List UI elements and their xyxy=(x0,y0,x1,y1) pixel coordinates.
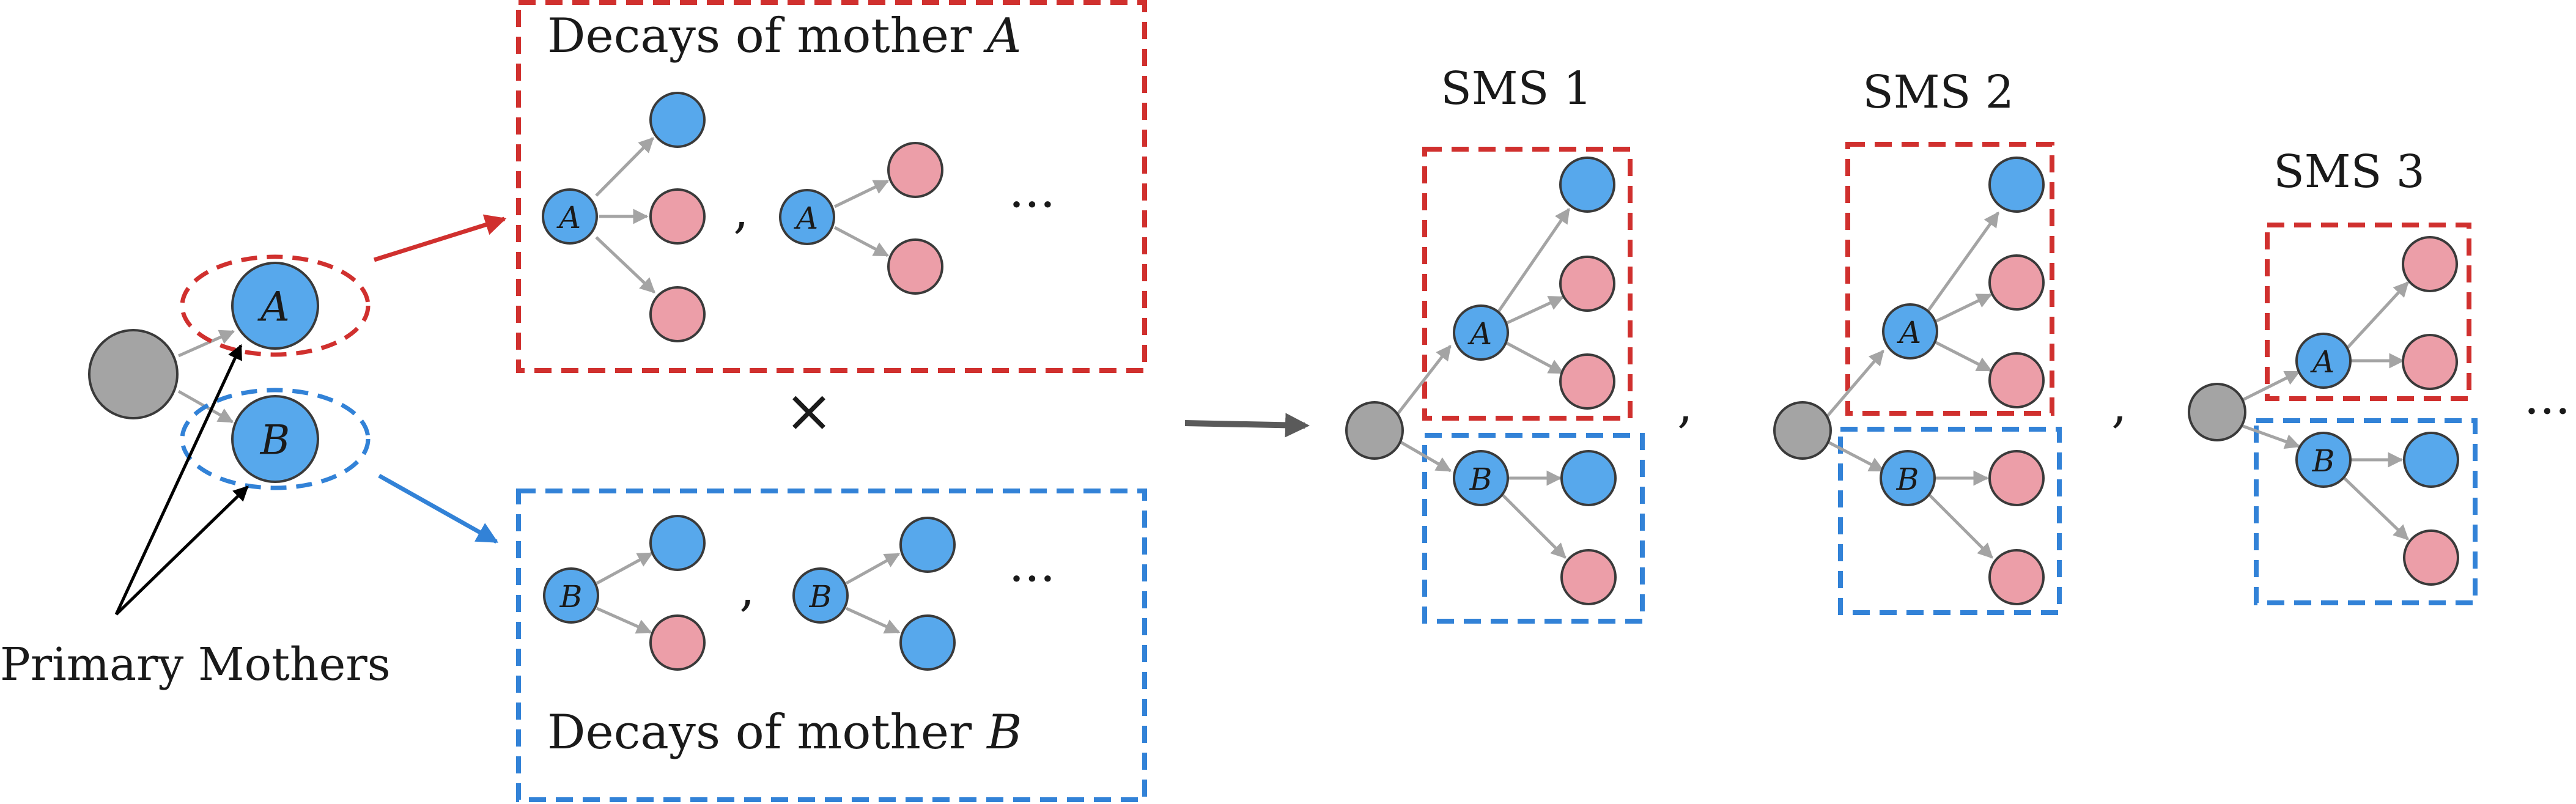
sms-3-b-box xyxy=(2254,418,2478,605)
primary-mothers-group: A B Primary Mothers xyxy=(0,254,391,691)
sms-2-a-box xyxy=(1845,142,2054,416)
decay-a1-daughter-blue xyxy=(649,92,706,148)
decays-a-title: Decays of mother A xyxy=(547,9,1022,64)
decay-a-ellipsis: ··· xyxy=(1009,176,1055,233)
sms-list-ellipsis: ··· xyxy=(2524,383,2570,440)
pointer-arrow-to-b xyxy=(115,485,249,616)
decay-a-separator: , xyxy=(733,182,748,239)
sms-3-mother-a-node xyxy=(2295,333,2352,389)
arrow-b-to-decays xyxy=(378,473,499,544)
decay-b1-mother-node xyxy=(543,567,599,624)
sms-2-root-node xyxy=(1773,401,1832,460)
mother-b-node xyxy=(231,395,319,483)
mother-a-node xyxy=(231,262,319,350)
sms-1-group: SMS 1 A B xyxy=(1345,62,1645,624)
decays-a-box: Decays of mother A A , A ··· xyxy=(516,0,1147,373)
mother-b-letter: B xyxy=(260,417,290,464)
sms-3-b-daughter-blue xyxy=(2403,432,2459,488)
mother-a-letter: A xyxy=(257,284,290,331)
decay-b-ellipsis: ··· xyxy=(1009,550,1055,607)
sms-3-mother-b-node xyxy=(2295,432,2352,488)
sms-2-b-box xyxy=(1838,427,2062,615)
decay-a1-mother-node xyxy=(542,188,598,245)
sms-3-root-node xyxy=(2188,383,2246,441)
sms-1-mother-b-node xyxy=(1453,450,1509,506)
decay-b2-mother-letter: B xyxy=(809,579,832,614)
sms-separator: , xyxy=(1677,377,1692,433)
sms-3-b-daughter-pink xyxy=(2403,529,2459,586)
sms-3-a-daughter-pink xyxy=(2402,334,2458,390)
decay-a2-daughter-pink xyxy=(887,142,943,198)
decay-a1-daughter-pink xyxy=(649,188,706,245)
sms-2-a-daughter-pink xyxy=(1988,352,2045,408)
sms-2-mother-a-letter: A xyxy=(1897,315,1921,350)
sms-2-mother-b-node xyxy=(1880,450,1936,506)
sms-2-a-daughter-pink xyxy=(1988,254,2045,311)
sms-1-a-daughter-pink xyxy=(1559,256,1615,312)
root-particle-node xyxy=(88,329,179,419)
sms-2-b-daughter-pink xyxy=(1988,450,2045,506)
decay-a1-daughter-pink xyxy=(649,286,706,342)
decay-b2-mother-node xyxy=(792,567,849,624)
decays-b-box: B , B ··· Decays of mother B xyxy=(516,489,1147,802)
mother-a-selection-ellipse xyxy=(180,254,371,357)
sms-1-a-daughter-blue xyxy=(1559,157,1615,213)
sms-1-root-node xyxy=(1345,401,1404,460)
sms-1-b-daughter-blue xyxy=(1560,450,1617,506)
sms-1-b-box xyxy=(1422,433,1645,624)
mother-b-selection-ellipse xyxy=(180,388,371,490)
sms-1-label: SMS 1 xyxy=(1441,62,1592,115)
sms-3-label: SMS 3 xyxy=(2273,146,2425,198)
cartesian-product-symbol: × xyxy=(784,377,833,445)
sms-3-mother-b-letter: B xyxy=(2312,443,2335,479)
decay-a1-mother-letter: A xyxy=(556,200,581,235)
sms-3-group: SMS 3 A B xyxy=(2188,146,2478,605)
primary-mothers-label: Primary Mothers xyxy=(0,638,391,691)
sms-2-label: SMS 2 xyxy=(1862,66,2014,119)
decay-b1-daughter-blue xyxy=(649,515,706,571)
sms-separator: , xyxy=(2111,377,2127,433)
sms-1-mother-a-letter: A xyxy=(1467,316,1492,352)
pointer-arrow-to-a xyxy=(114,344,243,616)
sms-1-a-box xyxy=(1422,147,1633,421)
sms-1-b-daughter-pink xyxy=(1560,549,1617,605)
decay-b1-daughter-pink xyxy=(649,614,706,671)
sms-3-mother-a-letter: A xyxy=(2310,344,2334,380)
decay-b2-daughter-blue xyxy=(899,614,956,671)
sms-2-mother-b-letter: B xyxy=(1896,462,1919,497)
arrow-a-to-decays xyxy=(373,214,507,262)
decay-a2-mother-letter: A xyxy=(794,201,818,236)
sms-2-b-daughter-pink xyxy=(1988,549,2045,605)
decay-b2-daughter-blue xyxy=(899,517,956,573)
decay-a2-mother-node xyxy=(779,189,835,245)
sms-2-a-daughter-blue xyxy=(1988,157,2045,213)
sms-3-a-daughter-pink xyxy=(2402,236,2458,292)
sms-2-mother-a-node xyxy=(1882,303,1938,360)
sms-1-mother-a-node xyxy=(1453,304,1509,361)
sms-1-a-daughter-pink xyxy=(1559,353,1615,410)
decay-b-separator: , xyxy=(739,560,755,617)
decay-a2-daughter-pink xyxy=(887,238,943,295)
result-arrow xyxy=(1184,413,1310,438)
decay-b1-mother-letter: B xyxy=(559,579,583,614)
decays-b-title: Decays of mother B xyxy=(547,705,1022,760)
sms-1-mother-b-letter: B xyxy=(1469,462,1493,497)
sms-2-group: SMS 2 A B xyxy=(1773,66,2062,615)
